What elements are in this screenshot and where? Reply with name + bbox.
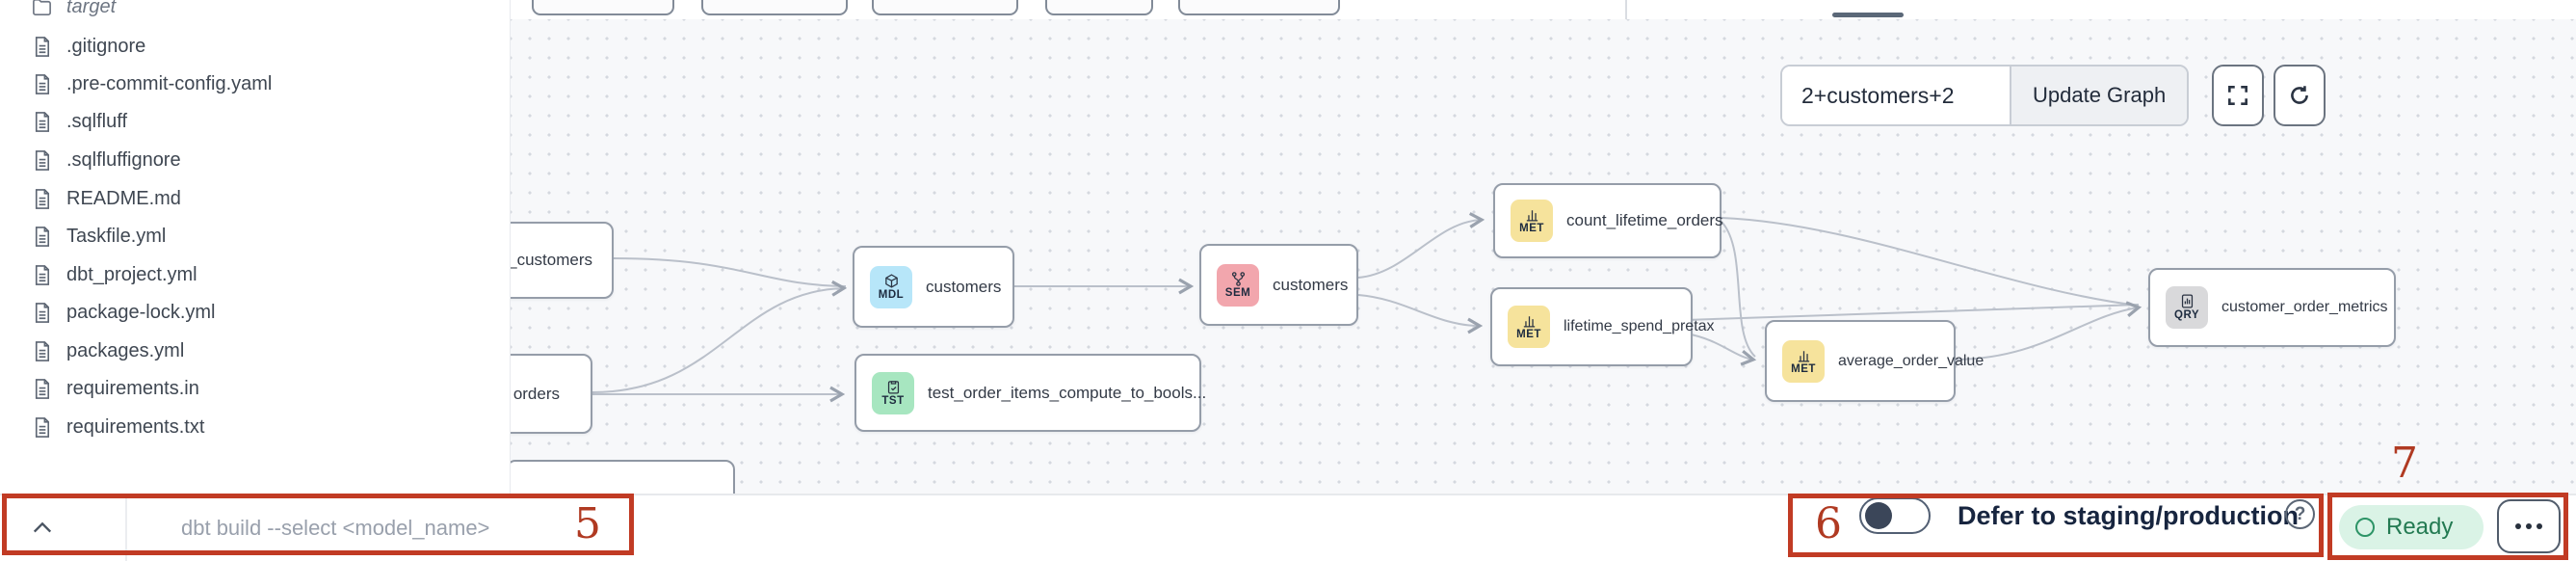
graph-selection-input[interactable]: [1782, 67, 2010, 124]
annotation-number-6: 6: [1815, 499, 1842, 548]
annotation-box-7: [2327, 493, 2568, 560]
node-label: orders: [513, 384, 560, 403]
graph-node-customers-semantic[interactable]: SEM customers: [1199, 244, 1358, 326]
partial-card: [506, 460, 735, 498]
graph-selection-group: Update Graph: [1780, 65, 2190, 126]
node-label: lifetime_spend_pretax: [1564, 318, 1715, 334]
file-tree-item[interactable]: README.md: [0, 180, 510, 218]
graph-node-customer-order-metrics[interactable]: QRY customer_order_metrics: [2148, 268, 2396, 347]
file-icon: [35, 265, 50, 285]
file-tree-item[interactable]: requirements.txt: [0, 409, 510, 446]
file-tree-item[interactable]: requirements.in: [0, 370, 510, 408]
toolbar-button-partial[interactable]: [532, 0, 674, 15]
bar-chart-icon: [1798, 350, 1809, 362]
report-icon: [2181, 294, 2193, 308]
file-icon: [35, 379, 50, 399]
file-icon: [35, 417, 50, 438]
file-icon: [35, 74, 50, 94]
test-badge: TST: [872, 371, 914, 414]
defer-label: Defer to staging/production: [1958, 501, 2299, 530]
file-tree-item[interactable]: packages.yml: [0, 333, 510, 370]
status-bar: [0, 494, 2576, 561]
annotation-number-7: 7: [2391, 439, 2418, 488]
lineage-canvas[interactable]: stg_customers orders MDL customers SEM c…: [0, 0, 2576, 498]
file-tree-item[interactable]: dbt_project.yml: [0, 256, 510, 294]
lineage-edges: [591, 212, 2142, 403]
file-tree-item[interactable]: .gitignore: [0, 28, 510, 66]
bar-chart-icon: [1523, 316, 1535, 328]
fullscreen-button[interactable]: [2212, 65, 2265, 126]
node-label: customer_order_metrics: [2221, 299, 2388, 315]
status-bar-divider: [125, 495, 127, 561]
graph-node-average-order-value[interactable]: MET average_order_value: [1765, 320, 1984, 402]
clipboard-check-icon: [887, 380, 899, 394]
toolbar-divider: [1625, 0, 1627, 19]
node-label: customers: [926, 277, 1002, 296]
file-tree-item[interactable]: .sqlfluffignore: [0, 142, 510, 179]
file-icon: [35, 150, 50, 171]
file-explorer[interactable]: target .gitignore .pre-commit-config.yam…: [0, 0, 511, 494]
annotation-box-5: [2, 494, 634, 555]
more-options-icon: [2515, 523, 2521, 529]
node-label: test_order_items_compute_to_bools...: [928, 383, 1207, 402]
folder-icon: [33, 0, 51, 15]
help-icon[interactable]: ?: [2285, 499, 2315, 529]
file-tree-item-target[interactable]: target: [0, 0, 510, 26]
file-icon: [35, 112, 50, 132]
metric-badge: MET: [1508, 306, 1550, 348]
node-label: stg_customers: [486, 251, 592, 269]
dbt-command-input[interactable]: [181, 509, 595, 548]
node-label: count_lifetime_orders: [1566, 211, 1723, 229]
ready-status-badge[interactable]: Ready: [2339, 505, 2484, 549]
graph-node-test-order-items[interactable]: TST test_order_items_compute_to_bools...: [854, 354, 1206, 432]
graph-controls: Update Graph: [1780, 65, 2326, 126]
toggle-knob: [1865, 502, 1892, 529]
file-tree-item[interactable]: package-lock.yml: [0, 294, 510, 332]
graph-node-lifetime-spend-pretax[interactable]: MET lifetime_spend_pretax: [1490, 287, 1715, 366]
graph-node-count-lifetime-orders[interactable]: MET count_lifetime_orders: [1493, 183, 1723, 258]
file-icon: [35, 303, 50, 323]
toolbar-button-partial[interactable]: [701, 0, 848, 15]
saved-query-badge: QRY: [2166, 286, 2208, 329]
file-icon: [35, 37, 50, 57]
file-tree-item[interactable]: Taskfile.yml: [0, 218, 510, 255]
ready-status-label: Ready: [2386, 514, 2454, 540]
annotation-box-6: [1788, 494, 2324, 557]
refresh-icon: [2291, 86, 2309, 104]
file-tree-item[interactable]: .sqlfluff: [0, 103, 510, 141]
status-circle-icon: [2355, 518, 2375, 537]
metric-badge: MET: [1511, 200, 1553, 242]
toolbar-button-partial[interactable]: [1178, 0, 1340, 15]
file-icon: [35, 227, 50, 247]
node-label: average_order_value: [1838, 352, 1985, 369]
bar-chart-icon: [1526, 210, 1538, 222]
fullscreen-icon: [2228, 86, 2248, 105]
active-tab-indicator: [1832, 13, 1904, 17]
model-badge: MDL: [870, 265, 912, 308]
expand-panel-button[interactable]: [27, 512, 58, 543]
metric-badge: MET: [1782, 339, 1825, 383]
cube-icon: [884, 274, 898, 288]
semantic-model-badge: SEM: [1217, 263, 1259, 307]
refresh-button[interactable]: [2274, 65, 2326, 126]
annotation-number-5: 5: [574, 499, 601, 548]
file-tree-item[interactable]: .pre-commit-config.yaml: [0, 66, 510, 103]
branch-icon: [1231, 271, 1245, 286]
toolbar-button-partial[interactable]: [872, 0, 1018, 15]
node-label: customers: [1273, 275, 1349, 294]
chevron-up-icon: [33, 521, 52, 533]
file-icon: [35, 189, 50, 209]
graph-node-customers-model[interactable]: MDL customers: [853, 246, 1014, 328]
defer-toggle[interactable]: [1859, 497, 1931, 534]
top-toolbar-cutoff: [511, 0, 2576, 19]
update-graph-button[interactable]: Update Graph: [2010, 67, 2188, 124]
more-options-button[interactable]: [2497, 499, 2561, 553]
file-icon: [35, 341, 50, 361]
toolbar-button-partial[interactable]: [1045, 0, 1153, 15]
